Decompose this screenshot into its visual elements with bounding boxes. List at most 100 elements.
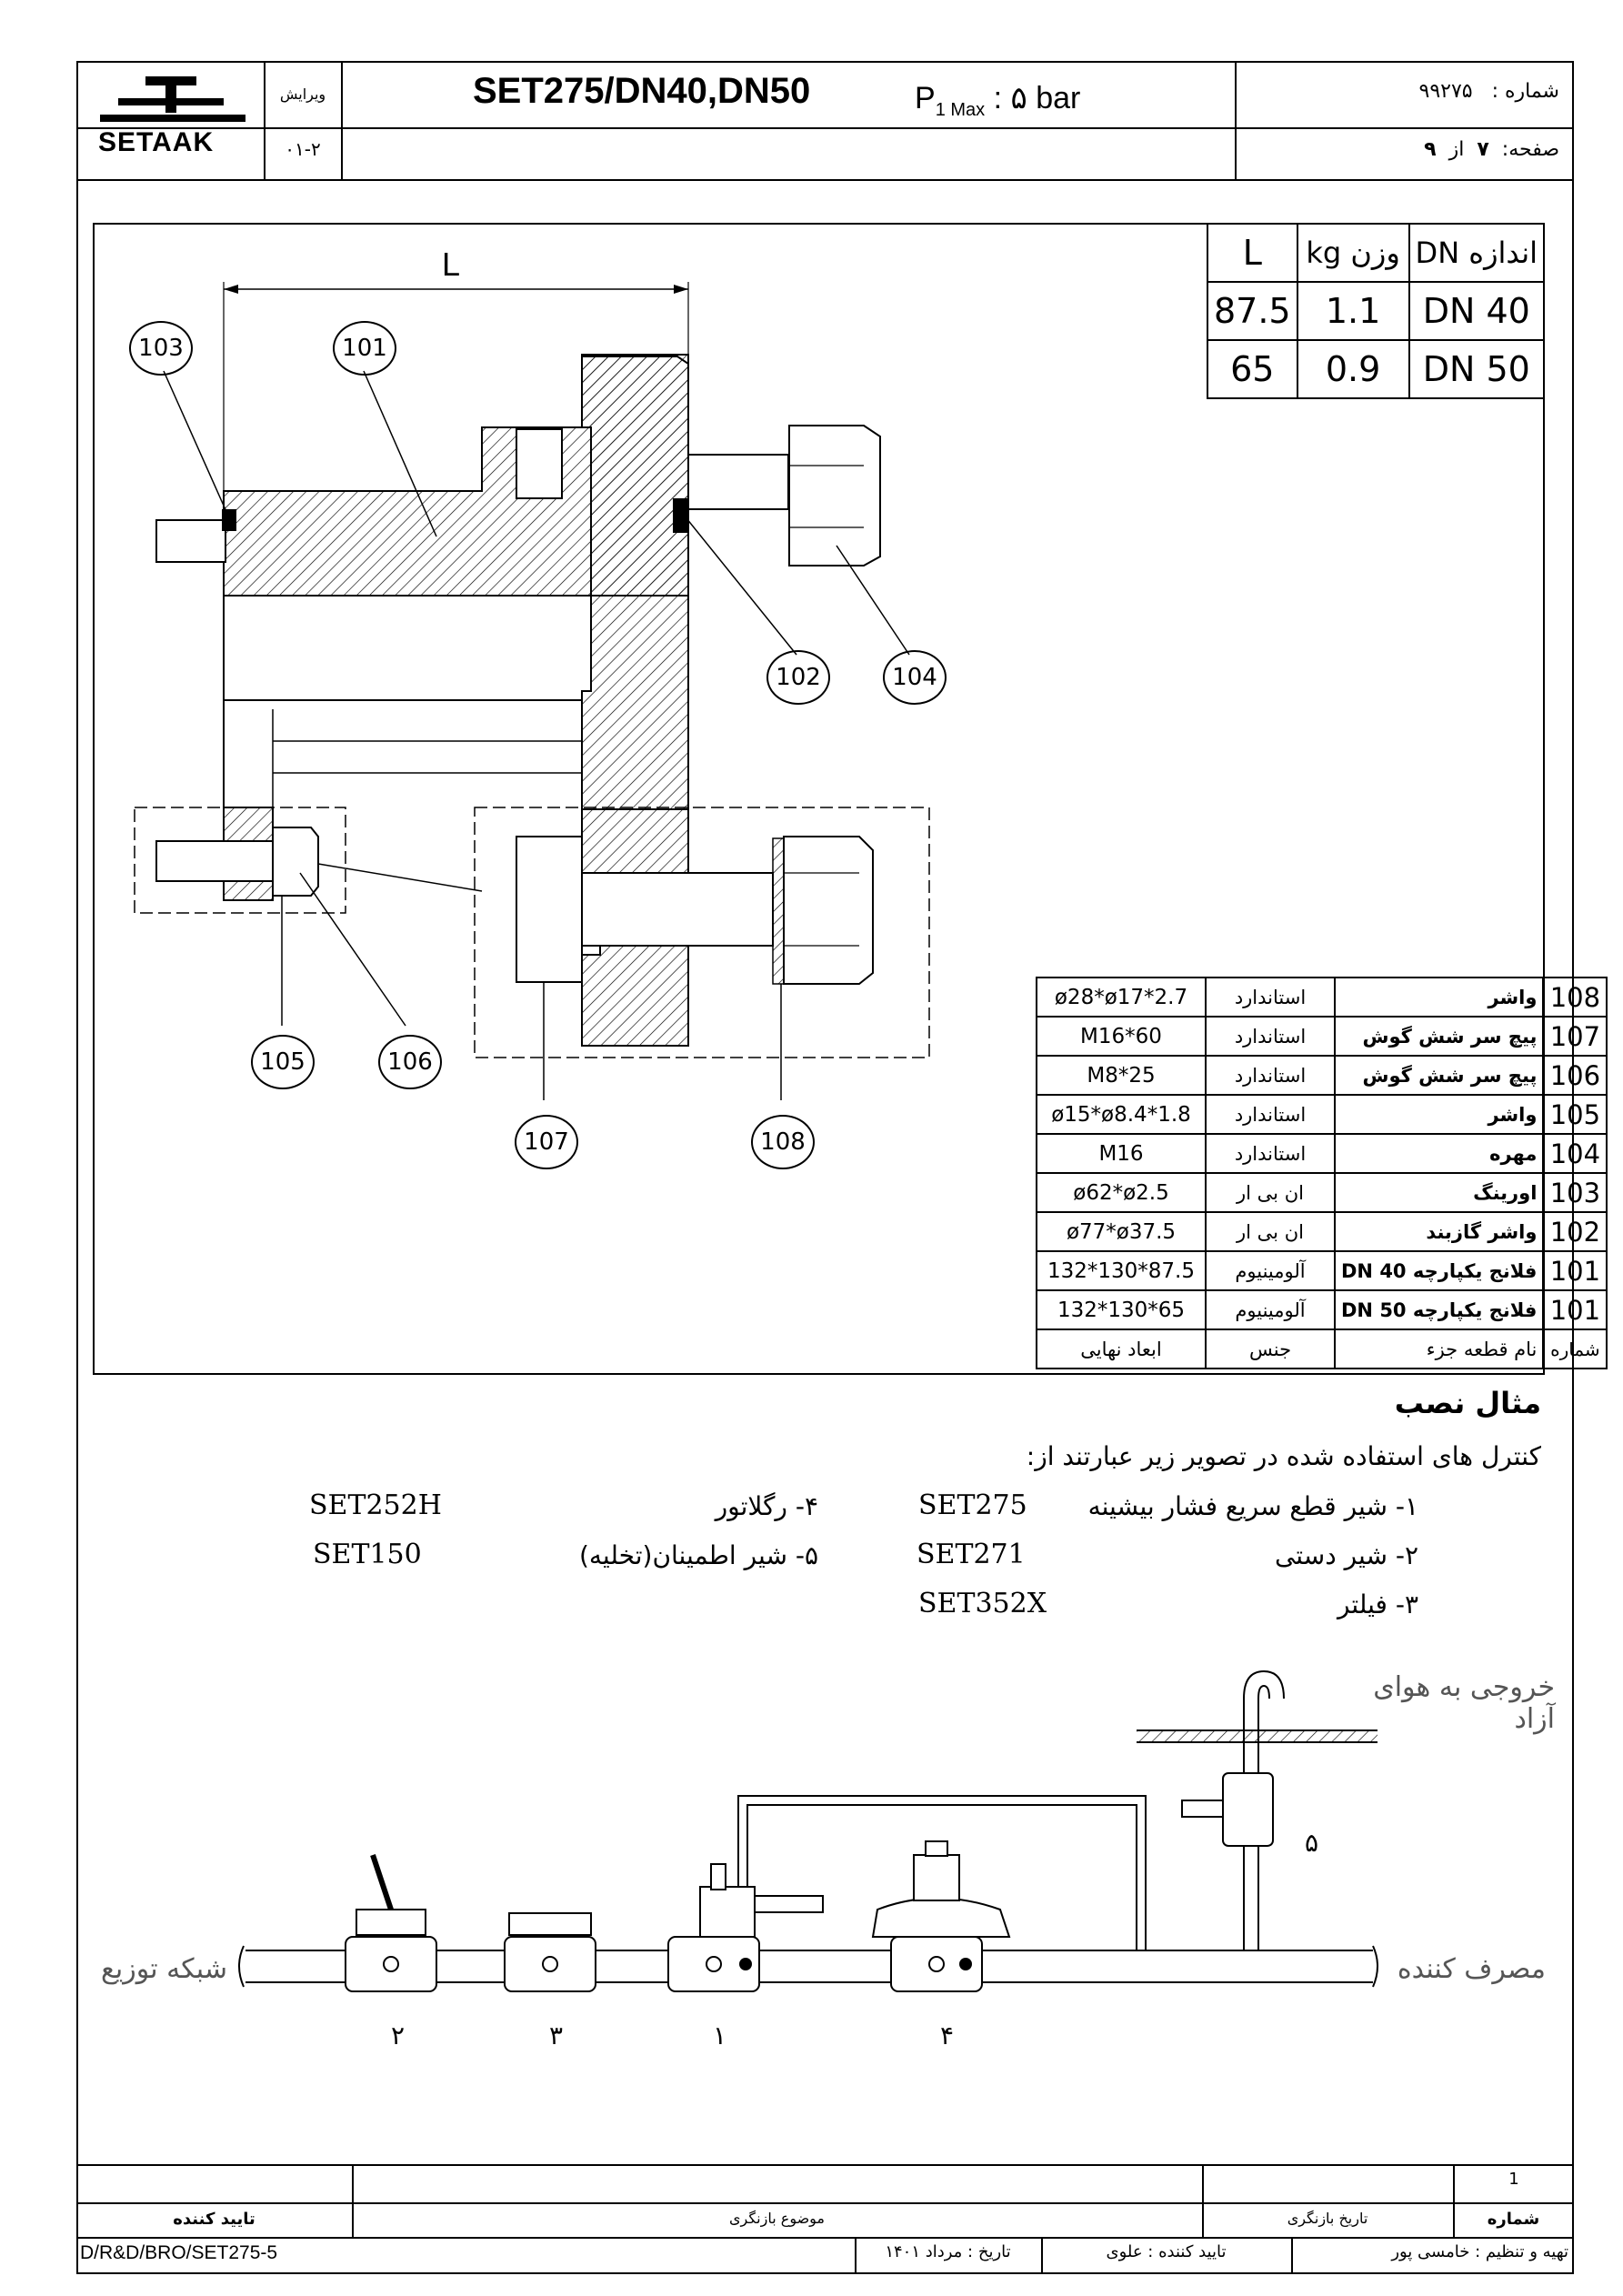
bom-num: 101	[1542, 1250, 1608, 1291]
bom-num: 102	[1542, 1211, 1608, 1252]
page-indicator: صفحه: ۷ از ۹	[1246, 138, 1559, 161]
balloon-102: 102	[766, 650, 830, 705]
weight-row: 65 0.9 DN 50	[1207, 339, 1546, 399]
weight-row-weight: 0.9	[1296, 339, 1410, 399]
consumer-label: مصرف کننده	[1397, 1953, 1546, 1985]
bom-name: واشر	[1333, 1094, 1545, 1135]
bom-material: استاندارد	[1205, 977, 1336, 1018]
filter	[504, 1912, 596, 1992]
weight-table: L وزن kg اندازه DN 87.5 1.1 DN 40 65 0.9…	[1207, 223, 1546, 399]
item-code-2: SET271	[917, 1539, 1026, 1570]
header-weight: وزن kg	[1296, 223, 1410, 283]
dimension-label: L	[442, 246, 461, 283]
item-code-1: SET275	[918, 1489, 1027, 1521]
balloon-108: 108	[751, 1115, 815, 1169]
bom-name: واشر گازبند	[1333, 1211, 1545, 1252]
network-label: شبکه توزیع	[100, 1953, 227, 1985]
bom-num: 106	[1542, 1055, 1608, 1096]
bom-name: واشر	[1333, 977, 1545, 1018]
revision-label: ویرایش	[279, 85, 326, 103]
manual-valve	[345, 1854, 437, 1992]
footer-top	[76, 2164, 1574, 2166]
page-current: ۷	[1477, 138, 1489, 161]
bom-footer-name: نام قطعه جزء	[1333, 1328, 1545, 1369]
bom-material: آلومینیوم	[1205, 1289, 1336, 1330]
header-bottom	[76, 179, 1574, 181]
slam-shut-valve	[667, 1863, 824, 1992]
weight-row-weight: 1.1	[1296, 281, 1410, 341]
weight-row-dn: DN 40	[1408, 281, 1546, 341]
bom-material: آلومینیوم	[1205, 1250, 1336, 1291]
bom-name: فلانج یکپارچه DN 40	[1333, 1250, 1545, 1291]
footer-doc-code: D/R&D/BRO/SET275-5	[80, 2242, 278, 2263]
balloon-103: 103	[129, 321, 193, 376]
weight-row-dn: DN 50	[1408, 339, 1546, 399]
bom-num: 101	[1542, 1289, 1608, 1330]
footer-index: 1	[1508, 2170, 1519, 2189]
page-total: ۹	[1424, 138, 1437, 161]
header-vsep-2	[341, 61, 343, 180]
logo-text: SETAAK	[98, 127, 215, 157]
footer-prepared-by: تهیه و تنظیم : خامسی پور	[1391, 2242, 1568, 2261]
regulator	[871, 1840, 1011, 1992]
bom-material: ان بی ار	[1205, 1172, 1336, 1213]
weight-row-l: 87.5	[1207, 281, 1298, 341]
bom-name: اورینگ	[1333, 1172, 1545, 1213]
balloon-105: 105	[251, 1035, 315, 1089]
diagram-number-4: ۴	[940, 2020, 955, 2050]
number-label: شماره :	[1491, 80, 1559, 103]
bom-footer-dim: ابعاد نهایی	[1036, 1328, 1207, 1369]
bom-material: ان بی ار	[1205, 1211, 1336, 1252]
bom-dim: ø15*ø8.4*1.8	[1036, 1094, 1207, 1135]
footer-review-subject-col: موضوع بازنگری	[728, 2210, 825, 2227]
installation-heading: مثال نصب	[1394, 1386, 1541, 1420]
balloon-104: 104	[883, 650, 947, 705]
bom-num: 103	[1542, 1172, 1608, 1213]
bom-name: مهره	[1333, 1133, 1545, 1174]
pressure-value: : ۵ bar	[993, 81, 1081, 115]
installation-intro: کنترل های استفاده شده در تصویر زیر عبارت…	[1026, 1441, 1541, 1471]
weight-row: 87.5 1.1 DN 40	[1207, 281, 1546, 341]
bom-material: استاندارد	[1205, 1055, 1336, 1096]
bom-dim: 132*130*65	[1036, 1289, 1207, 1330]
header-vsep-1	[264, 61, 265, 180]
item-code-3: SET352X	[918, 1588, 1047, 1619]
bom-dim: ø28*ø17*2.7	[1036, 977, 1207, 1018]
item-label-4: ۴- رگلاتور	[715, 1491, 818, 1521]
footer-approver-col: تایید کننده	[173, 2210, 255, 2229]
item-label-1: ۱- شیر قطع سریع فشار بیشینه	[1087, 1491, 1418, 1521]
header-vsep-3	[1235, 61, 1237, 180]
header-divider	[76, 127, 1574, 129]
bom-dim: ø77*ø37.5	[1036, 1211, 1207, 1252]
bom-name: پیچ سر شش گوش	[1333, 1016, 1545, 1057]
doc-number: شماره : ۹۹۲۷۵	[1246, 80, 1560, 103]
bom-footer-material: جنس	[1205, 1328, 1336, 1369]
footer-vsep-1	[352, 2164, 354, 2237]
bom-dim: 132*130*87.5	[1036, 1250, 1207, 1291]
item-code-4: SET252H	[309, 1489, 442, 1521]
balloon-106: 106	[378, 1035, 442, 1089]
drawing-area	[93, 223, 1545, 1375]
bom-num: 107	[1542, 1016, 1608, 1057]
bom-num: 108	[1542, 977, 1608, 1018]
footer-vsep-2	[1202, 2164, 1204, 2237]
diagram-number-5: ۵	[1305, 1828, 1319, 1858]
footer-vsep-4	[855, 2237, 857, 2274]
balloon-101: 101	[333, 321, 396, 376]
header-l: L	[1207, 223, 1298, 283]
bom-num: 105	[1542, 1094, 1608, 1135]
footer-approved-by: تایید کننده : علوی	[1106, 2242, 1227, 2261]
revision-value: ۰۱-۲	[285, 138, 321, 160]
number-value: ۹۹۲۷۵	[1418, 80, 1473, 103]
item-code-5: SET150	[313, 1539, 422, 1570]
diagram-number-2: ۲	[391, 2020, 406, 2050]
